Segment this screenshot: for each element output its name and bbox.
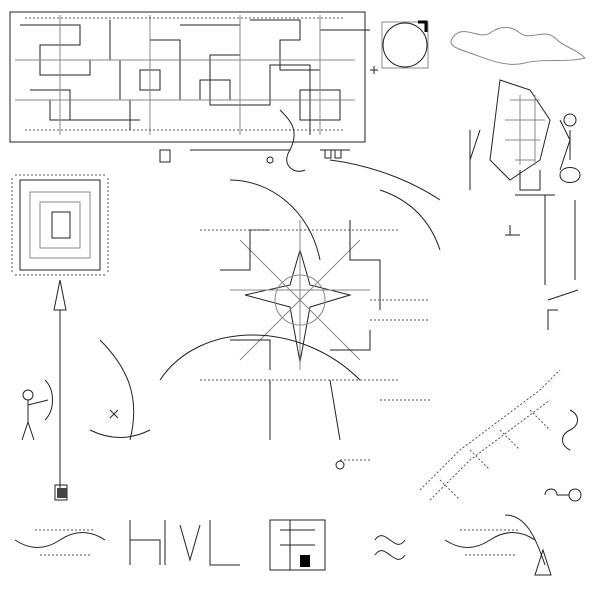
bottom-crown-right [444,529,536,556]
bottom-glyph-block [129,520,240,566]
central-star [200,220,400,441]
scattered-marks [57,66,520,498]
bottom-right-peak [504,514,552,576]
dotted-diamond-band [419,369,561,501]
cloud-squiggle [450,26,586,65]
archer-figure [21,379,53,441]
top-left-maze-ornament [9,11,370,143]
bottom-box-cluster [269,519,326,571]
circle-ornament [381,20,429,69]
bottom-crown-left [14,529,106,556]
right-squiggles [544,289,582,502]
framed-spiral [11,174,109,276]
bottom-knot [374,535,406,560]
honeycomb-figure [469,79,581,285]
